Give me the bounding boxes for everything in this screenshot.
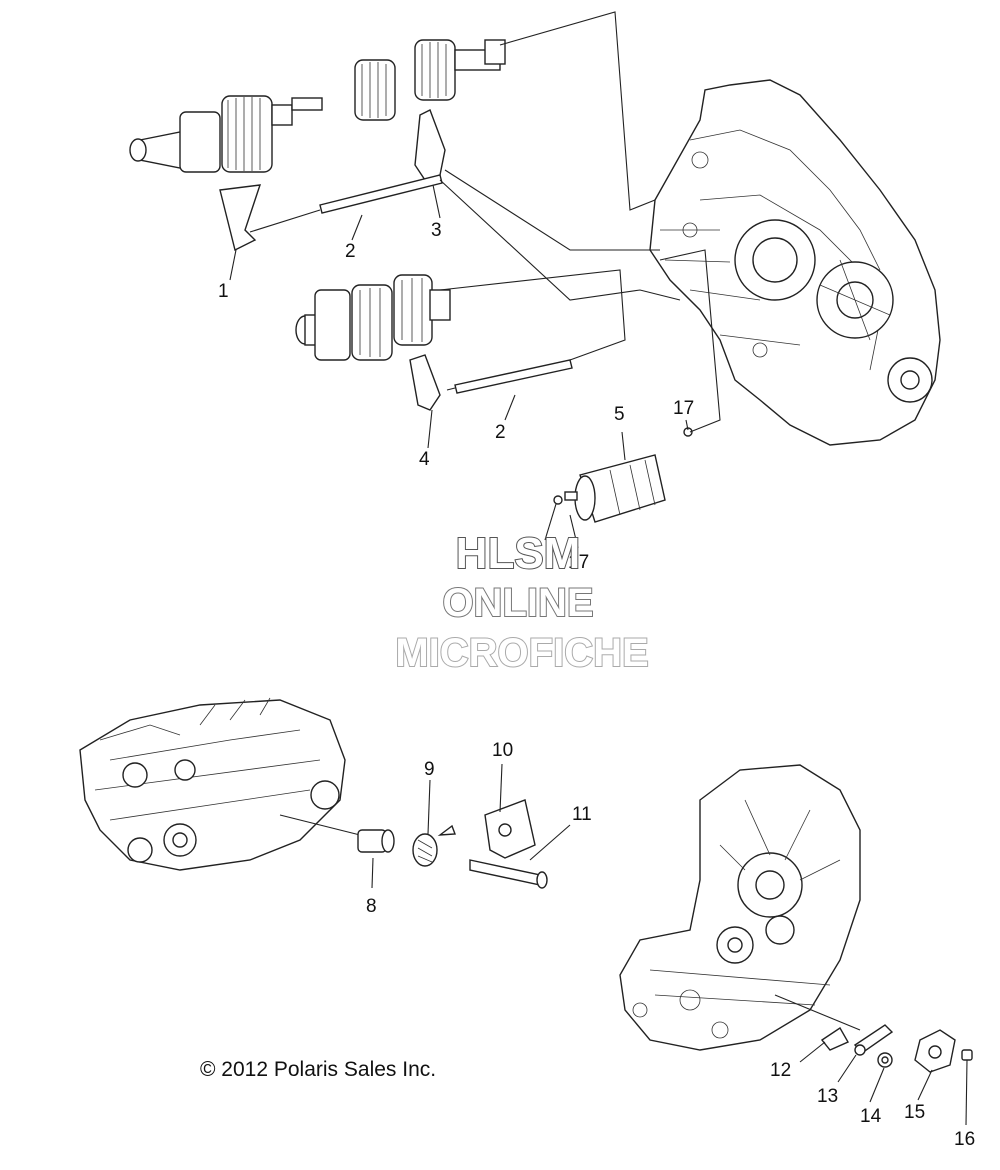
linkage-parts xyxy=(820,1024,973,1073)
callout-labels: 1 2 3 2 4 5 17 17 8 9 10 11 12 13 14 15 … xyxy=(218,220,975,1150)
callout-2-lower: 2 xyxy=(495,422,506,443)
callout-5: 5 xyxy=(614,404,625,425)
watermark-line-3: MICROFICHE xyxy=(395,631,648,675)
copyright-text: © 2012 Polaris Sales Inc. xyxy=(200,1058,436,1081)
crankcase-upper xyxy=(649,79,941,446)
watermark: HLSM ONLINE MICROFICHE xyxy=(394,528,649,676)
shift-drum xyxy=(553,427,693,523)
countershaft xyxy=(295,274,451,361)
crankcase-lower-right xyxy=(619,764,861,1051)
callout-17-right: 17 xyxy=(673,398,694,419)
callout-14: 14 xyxy=(860,1106,882,1127)
shift-forks xyxy=(219,109,573,411)
callout-3: 3 xyxy=(431,220,442,241)
leader-lines-top xyxy=(229,11,721,549)
callout-2-upper: 2 xyxy=(345,241,356,262)
callout-11: 11 xyxy=(572,804,592,825)
watermark-line-1: HLSM xyxy=(456,529,581,578)
callout-9: 9 xyxy=(424,759,435,780)
callout-13: 13 xyxy=(817,1086,838,1107)
callout-1: 1 xyxy=(218,281,229,302)
callout-12: 12 xyxy=(770,1060,791,1081)
shift-shaft-parts xyxy=(279,799,548,889)
callout-10: 10 xyxy=(492,740,513,761)
callout-15: 15 xyxy=(904,1102,925,1123)
crankcase-lower-left xyxy=(79,697,346,871)
callout-16: 16 xyxy=(954,1129,975,1150)
leader-lines-bottom xyxy=(371,763,968,1126)
watermark-line-2: ONLINE xyxy=(442,581,593,625)
callout-8: 8 xyxy=(366,896,377,917)
callout-4: 4 xyxy=(419,449,430,470)
mainshaft-upper xyxy=(129,39,506,173)
callout-17-left: 17 xyxy=(568,552,589,573)
